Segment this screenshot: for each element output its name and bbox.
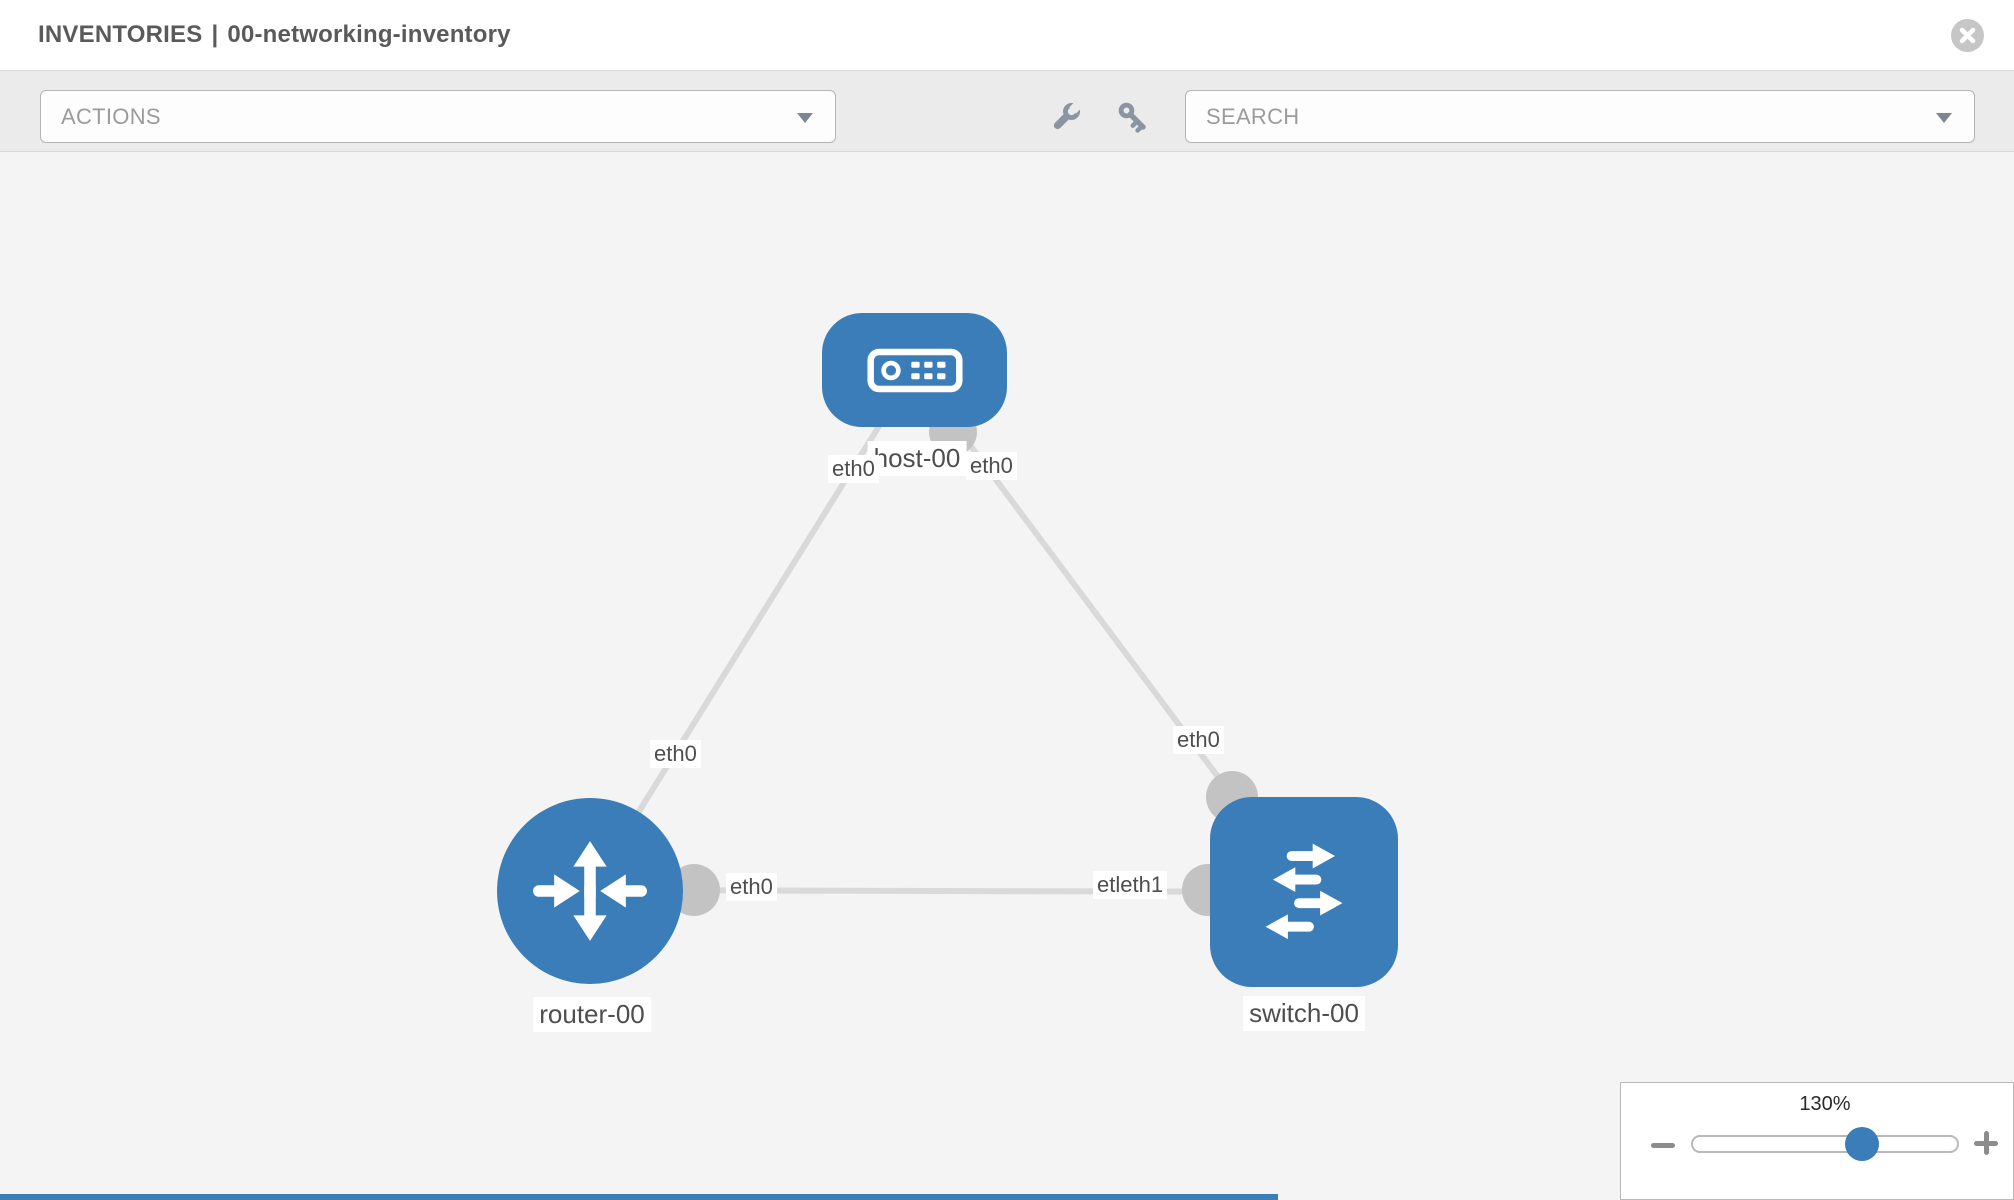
router-icon: [533, 841, 647, 941]
node-label-switch: switch-00: [1243, 996, 1365, 1032]
interface-label: eth0: [828, 455, 879, 484]
title-section: INVENTORIES: [38, 21, 203, 48]
toolbar: ACTIONS: [0, 70, 2014, 152]
zoom-in-button[interactable]: [1972, 1129, 2000, 1157]
actions-dropdown-label: ACTIONS: [61, 103, 161, 129]
minus-icon: [1651, 1143, 1675, 1148]
search-dropdown-label: SEARCH: [1206, 103, 1300, 129]
search-dropdown[interactable]: SEARCH: [1185, 90, 1975, 143]
page-title: INVENTORIES | 00-networking-inventory: [38, 21, 511, 49]
zoom-level: 130%: [1799, 1093, 1851, 1115]
node-router-00[interactable]: [497, 798, 683, 984]
title-name: 00-networking-inventory: [227, 21, 511, 48]
title-separator: |: [211, 21, 219, 48]
close-icon: [1959, 27, 1976, 43]
host-icon: [866, 348, 963, 392]
interface-label: etleth1: [1093, 871, 1168, 900]
topology-canvas[interactable]: host-00 router-00 switch-00 eth0 eth0 et…: [0, 152, 2014, 1200]
wrench-icon: [1053, 100, 1083, 130]
bottom-accent-strip: [0, 1194, 1278, 1200]
node-label-router: router-00: [533, 997, 651, 1033]
chevron-down-icon: [1936, 112, 1952, 123]
node-host-00[interactable]: [822, 313, 1007, 427]
actions-dropdown[interactable]: ACTIONS: [40, 90, 836, 143]
interface-label: eth0: [650, 740, 701, 769]
tools-button[interactable]: [1049, 100, 1083, 134]
page-header: INVENTORIES | 00-networking-inventory: [0, 0, 2014, 70]
zoom-slider[interactable]: [1691, 1127, 1959, 1161]
interface-label: eth0: [1173, 726, 1224, 755]
zoom-panel: 130%: [1620, 1082, 2014, 1200]
key-icon: [1118, 102, 1146, 133]
close-button[interactable]: [1951, 18, 1984, 52]
chevron-down-icon: [797, 112, 813, 123]
node-label-host: host-00: [867, 441, 967, 477]
interface-label: eth0: [726, 873, 777, 902]
interface-label: eth0: [966, 452, 1017, 481]
switch-icon: [1265, 843, 1343, 940]
zoom-out-button[interactable]: [1650, 1137, 1676, 1153]
zoom-slider-thumb[interactable]: [1844, 1127, 1879, 1161]
credentials-button[interactable]: [1116, 100, 1150, 134]
node-switch-00[interactable]: [1210, 797, 1398, 987]
links-layer: [587, 368, 1307, 916]
